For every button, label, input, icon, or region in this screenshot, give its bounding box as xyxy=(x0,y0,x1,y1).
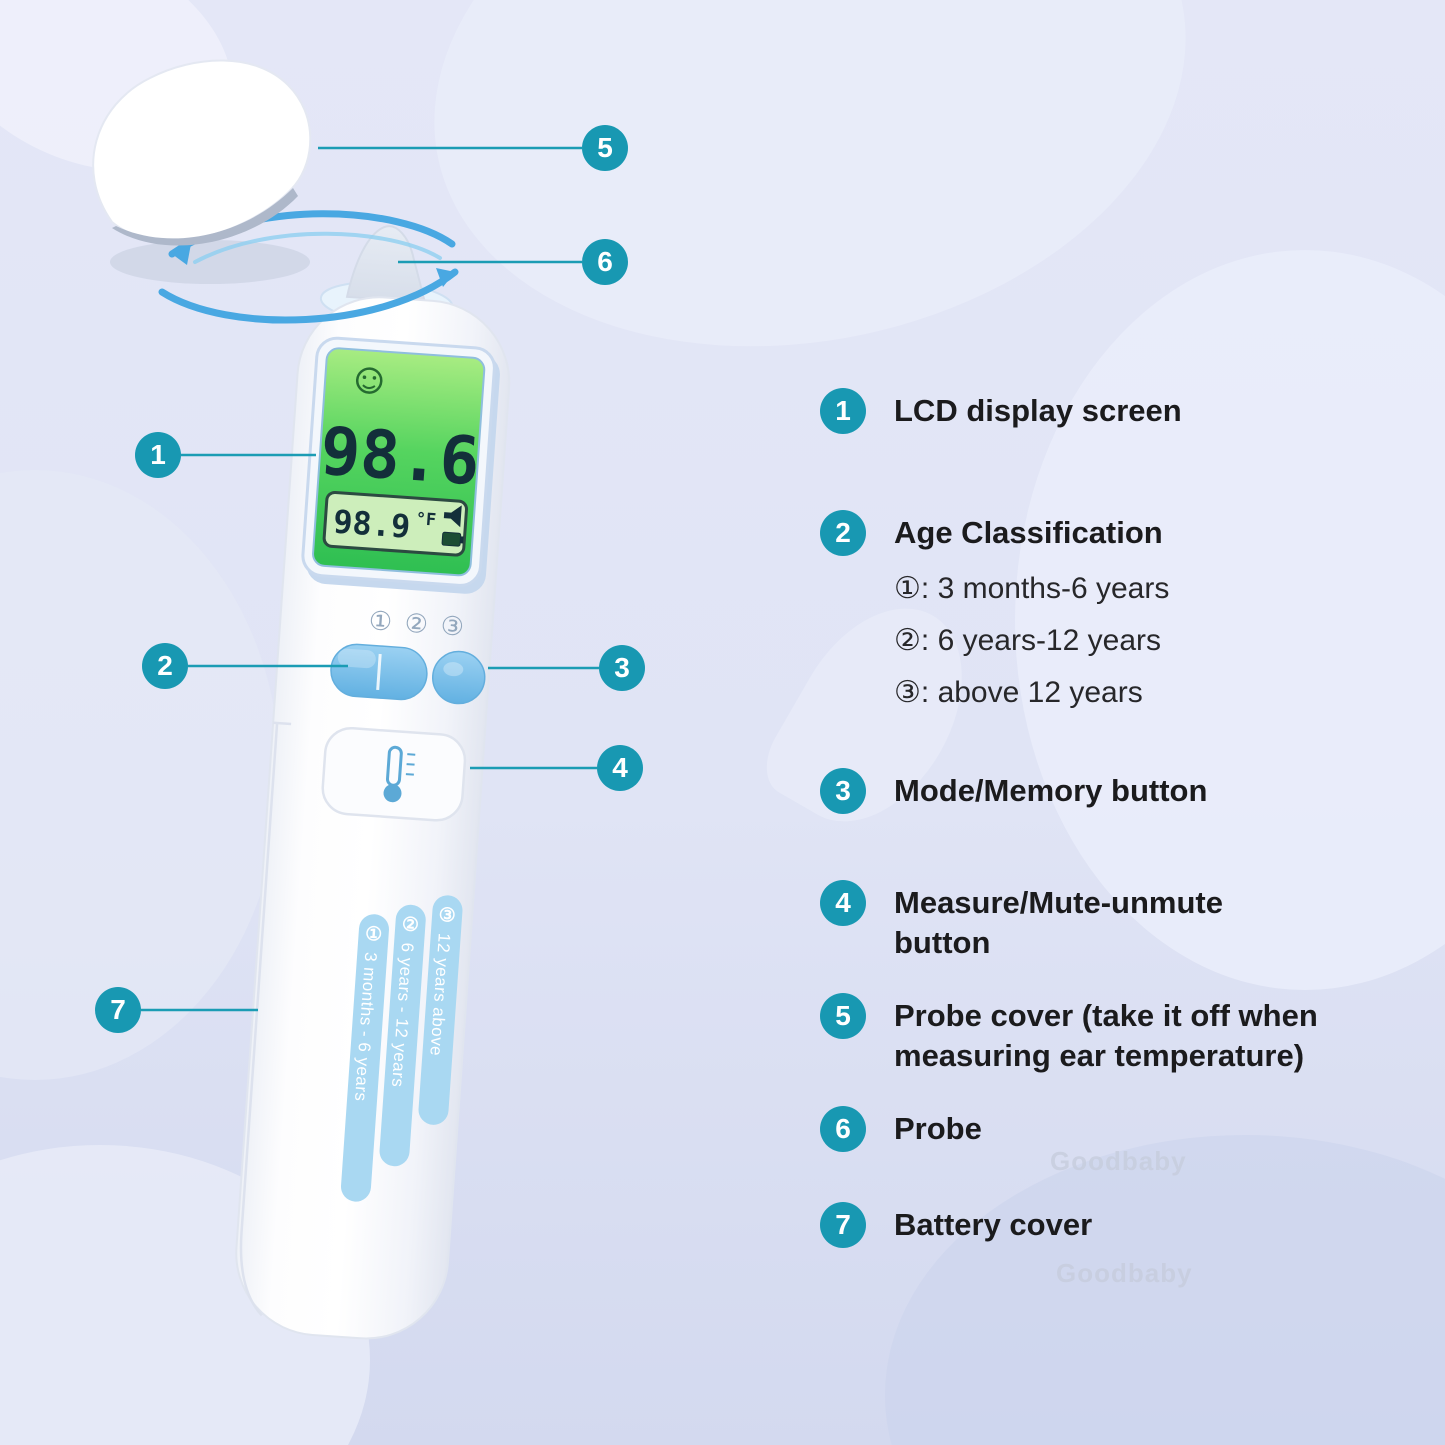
lcd-main-temp: 98.6 xyxy=(318,412,482,500)
legend-item-2: 2 Age Classification ①: 3 months-6 years… xyxy=(820,510,1414,719)
thermometer-icon xyxy=(383,745,416,803)
age-mark-1: ① xyxy=(368,605,393,637)
speaker-icon xyxy=(443,505,462,528)
legend-badge-1: 1 xyxy=(820,388,866,434)
legend-item-7: 7 Battery cover xyxy=(820,1202,1414,1248)
probe-cover xyxy=(92,59,312,246)
age-class-line-1: ①: 3 months-6 years xyxy=(894,572,1170,605)
device-body-group: 98.6 98.9 °F ① ② ③ xyxy=(235,225,511,1340)
lcd-sub-box xyxy=(322,490,468,557)
legend-badge-4: 4 xyxy=(820,880,866,926)
battery-icon xyxy=(441,531,464,547)
callout-badge-1: 1 xyxy=(135,432,181,478)
brand-watermark: Goodbaby xyxy=(1056,1258,1193,1288)
callout-badge-3: 3 xyxy=(599,645,645,691)
battery-cover-seam xyxy=(239,722,279,1317)
body-label-pill-3: ③ 12 years above xyxy=(418,895,463,1125)
legend-item-6: 6 Probe xyxy=(820,1106,1414,1152)
age-slider xyxy=(330,643,428,701)
swirl-arrows xyxy=(110,210,459,324)
legend-text-6: Probe xyxy=(894,1111,982,1146)
callout-badge-5: 5 xyxy=(582,125,628,171)
probe-cover-opening xyxy=(112,188,298,246)
legend-badge-6: 6 xyxy=(820,1106,866,1152)
age-mark-2: ② xyxy=(404,608,429,640)
pill-mark: ① xyxy=(364,924,382,946)
legend-item-1: 1 LCD display screen xyxy=(820,388,1414,434)
legend-badge-7: 7 xyxy=(820,1202,866,1248)
callout-badge-6: 6 xyxy=(582,239,628,285)
age-class-line-2: ②: 6 years-12 years xyxy=(894,624,1161,657)
lcd-sub-unit: °F xyxy=(415,509,437,530)
legend-text-2: Age Classification xyxy=(894,515,1163,550)
age-classification-list: ①: 3 months-6 years ②: 6 years-12 years … xyxy=(894,563,1414,719)
legend-item-5: 5 Probe cover (take it off when measurin… xyxy=(820,993,1409,1076)
legend-text-7: Battery cover xyxy=(894,1207,1093,1242)
body-label-pill-1: ① 3 months - 6 years xyxy=(340,914,389,1202)
pill-mark: ② xyxy=(401,914,419,936)
mode-memory-button xyxy=(431,650,486,705)
smiley-icon xyxy=(355,367,383,394)
legend-text-3: Mode/Memory button xyxy=(894,773,1208,808)
age-mark-3: ③ xyxy=(440,610,465,642)
legend-item-3: 3 Mode/Memory button xyxy=(820,768,1414,814)
legend-badge-3: 3 xyxy=(820,768,866,814)
cover-shadow xyxy=(110,240,310,284)
legend-badge-5: 5 xyxy=(820,993,866,1039)
legend-text-4: Measure/Mute-unmute button xyxy=(894,885,1223,960)
pill-mark: ③ xyxy=(438,905,456,927)
legend-badge-2: 2 xyxy=(820,510,866,556)
callout-badge-2: 2 xyxy=(142,643,188,689)
callout-badge-7: 7 xyxy=(95,987,141,1033)
legend-item-4: 4 Measure/Mute-unmute button xyxy=(820,880,1264,963)
callout-badge-4: 4 xyxy=(597,745,643,791)
age-class-line-3: ③: above 12 years xyxy=(894,676,1143,709)
body-label-pill-2: ② 6 years - 12 years xyxy=(379,904,426,1167)
brand-watermark: Goodbaby xyxy=(1050,1146,1187,1176)
legend-text-1: LCD display screen xyxy=(894,393,1182,428)
battery-cover-notch xyxy=(273,721,292,726)
measure-button xyxy=(321,726,467,822)
callout-lines xyxy=(141,146,599,1012)
lcd-display: 98.6 98.9 °F xyxy=(301,336,500,594)
lcd-sub-temp: 98.9 xyxy=(332,502,412,545)
legend-text-5: Probe cover (take it off when measuring … xyxy=(894,998,1318,1073)
